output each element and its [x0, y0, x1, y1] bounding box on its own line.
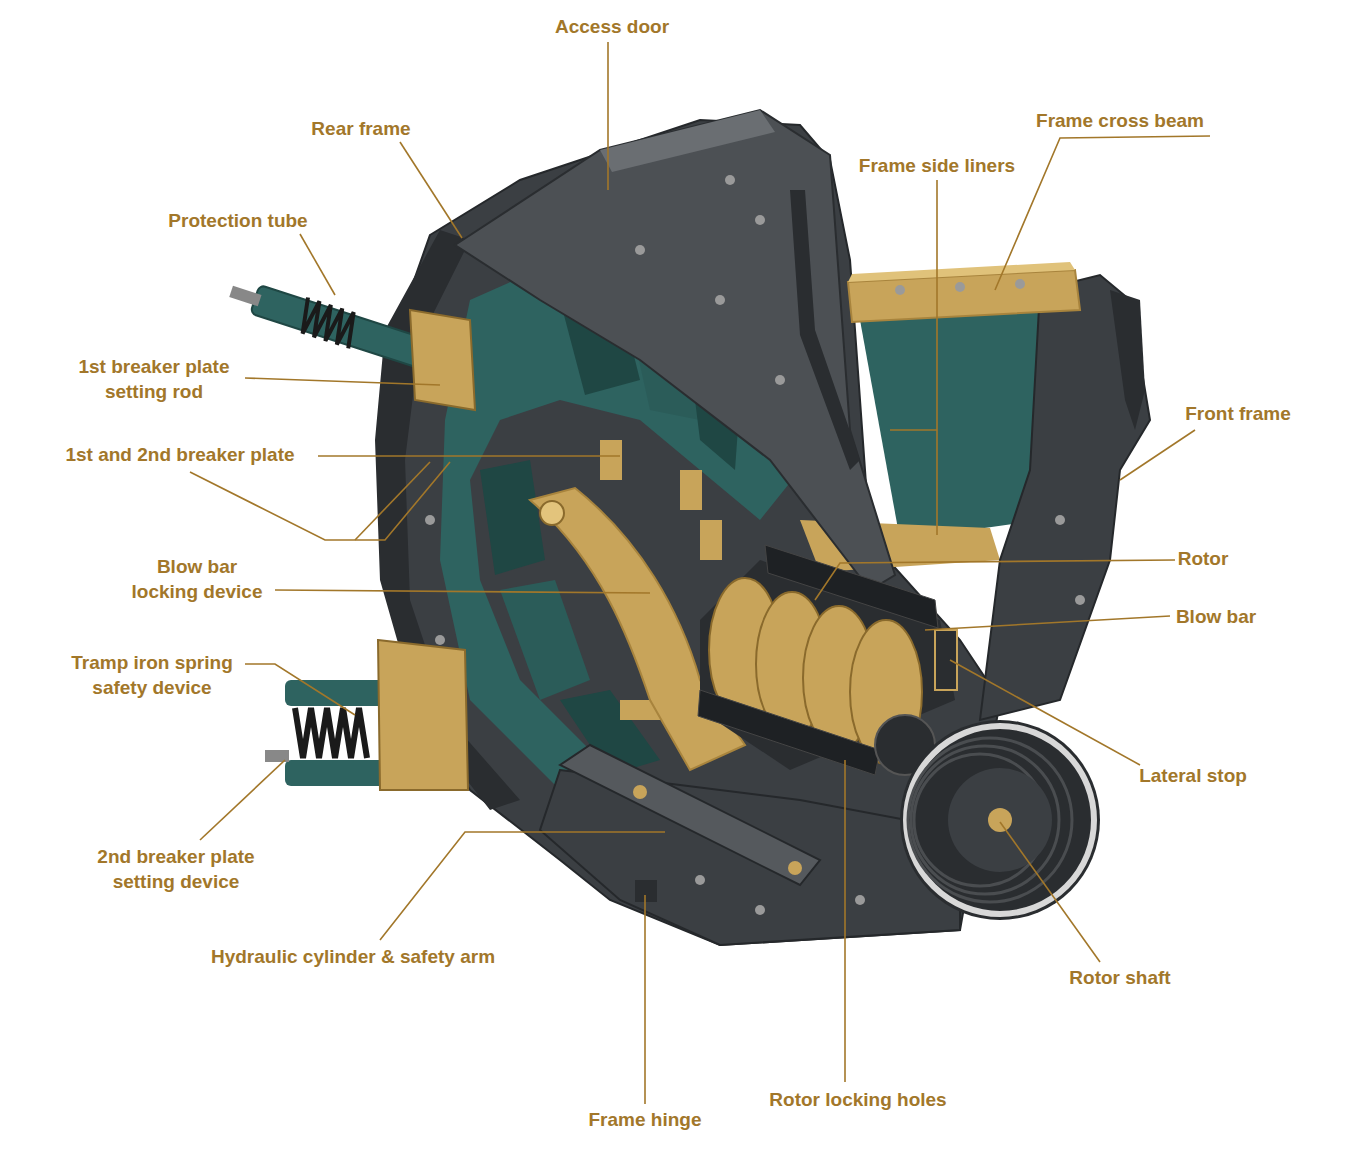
safety-arm — [560, 745, 820, 885]
pulley — [900, 720, 1100, 920]
front-frame — [980, 275, 1150, 720]
bolt — [635, 245, 645, 255]
plate-lug — [600, 440, 622, 480]
leader-line — [844, 760, 846, 1082]
bolt — [425, 515, 435, 525]
leader-line — [644, 895, 646, 1104]
front-frame-hook — [1110, 290, 1145, 430]
leader-line — [890, 429, 937, 431]
leader-line — [355, 462, 430, 540]
leader-line — [607, 42, 609, 190]
arm-pin — [788, 861, 802, 875]
side-liner — [860, 300, 1040, 540]
cross-beam-top — [848, 262, 1075, 282]
leader-line — [1000, 822, 1100, 962]
bolt — [1075, 595, 1085, 605]
leader-line — [815, 560, 1175, 600]
leader-line — [995, 136, 1210, 290]
bolt — [725, 175, 735, 185]
leader-line — [200, 760, 285, 840]
bolt — [775, 375, 785, 385]
leader-line — [245, 378, 440, 385]
part-label: Rotor locking holes — [769, 1087, 946, 1112]
pulley-groove — [908, 738, 1072, 902]
leader-line — [950, 660, 1140, 765]
pulley-face — [948, 768, 1052, 872]
part-label: Hydraulic cylinder & safety arm — [211, 944, 495, 969]
leader-lines — [190, 42, 1210, 1104]
setting-rod — [229, 286, 261, 307]
spring — [297, 297, 359, 348]
bolt — [715, 295, 725, 305]
arm-pin — [540, 501, 564, 525]
plate-lug — [700, 520, 722, 560]
cylinder — [285, 760, 385, 786]
part-label: Blow bar locking device — [125, 554, 270, 604]
mount-block — [378, 640, 468, 790]
part-label: Rotor shaft — [1069, 965, 1170, 990]
door-rib — [790, 190, 860, 470]
leader-line — [400, 142, 462, 238]
leader-line — [925, 616, 1170, 630]
lateral-stop — [935, 630, 957, 690]
mount-block — [410, 310, 475, 410]
bolts — [425, 175, 1085, 915]
breaker-plate — [480, 460, 545, 575]
bolt — [695, 875, 705, 885]
spring — [295, 708, 367, 758]
access-door — [455, 110, 895, 590]
bolt — [755, 215, 765, 225]
part-label: Frame cross beam — [1036, 108, 1204, 133]
part-label: 2nd breaker plate setting device — [84, 844, 269, 894]
part-label: Tramp iron spring safety device — [62, 650, 242, 700]
part-label: Protection tube — [168, 208, 307, 233]
leader-line — [245, 664, 355, 715]
breaker-plate — [500, 580, 590, 700]
part-label: Access door — [555, 14, 669, 39]
part-label: 1st breaker plate setting rod — [64, 354, 244, 404]
leader-line — [318, 455, 620, 457]
blow-bar — [765, 545, 938, 628]
bolt — [435, 635, 445, 645]
part-label: Rear frame — [311, 116, 410, 141]
part-label: Blow bar — [1176, 604, 1256, 629]
leader-line — [300, 234, 335, 295]
leader-line — [936, 180, 938, 535]
leader-line — [275, 590, 650, 593]
part-label: Lateral stop — [1139, 763, 1247, 788]
bolt — [855, 895, 865, 905]
frame-hinge — [635, 880, 657, 902]
bolt — [895, 285, 905, 295]
part-label: Rotor — [1178, 546, 1229, 571]
part-label: Front frame — [1185, 401, 1291, 426]
part-label: Frame side liners — [859, 153, 1015, 178]
part-label: Frame hinge — [589, 1107, 702, 1132]
leader-line — [1120, 430, 1195, 480]
part-label: 1st and 2nd breaker plate — [65, 442, 294, 467]
bolt — [755, 905, 765, 915]
arm-pin — [633, 785, 647, 799]
pulley-groove — [911, 746, 1059, 894]
bolt — [955, 282, 965, 292]
door-top — [600, 110, 775, 172]
bolt — [1015, 279, 1025, 289]
setting-rod — [265, 750, 289, 762]
blow-bar — [698, 690, 880, 775]
bolt — [1055, 515, 1065, 525]
shaft-end — [988, 808, 1012, 832]
pulley-rim — [906, 726, 1094, 914]
leader-line — [380, 832, 665, 940]
leader-line — [190, 462, 450, 540]
plate-lug — [680, 470, 702, 510]
